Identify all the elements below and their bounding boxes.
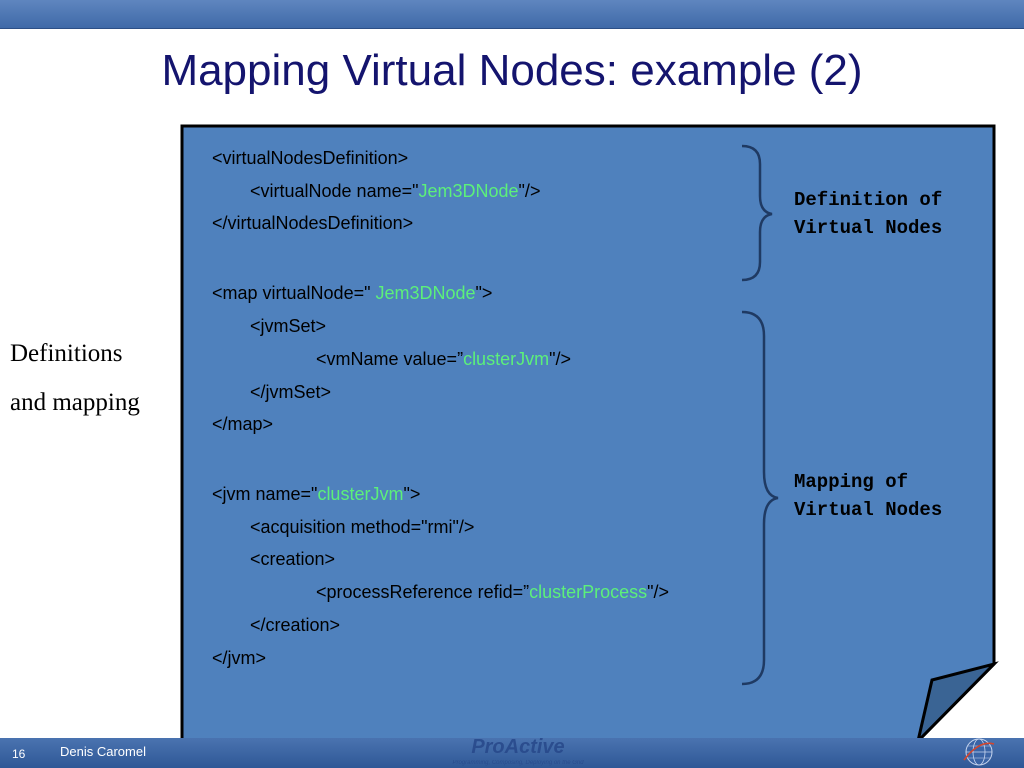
- code-line: </jvm>: [212, 648, 267, 668]
- mapping-brace: [741, 310, 779, 686]
- side-label-line-1: Definitions: [10, 340, 123, 367]
- footer-bar: [0, 738, 1024, 768]
- proactive-logo: ProActive Programming, Composing, Deploy…: [452, 736, 584, 766]
- code-line: <map virtualNode=" Jem3DNode">: [212, 283, 493, 303]
- code-line: </virtualNodesDefinition>: [212, 213, 414, 233]
- top-banner: [0, 0, 1024, 29]
- code-line: <vmName value=”clusterJvm"/>: [316, 349, 571, 369]
- code-line: </jvmSet>: [250, 382, 332, 402]
- globe-icon: [963, 738, 995, 766]
- logo-text: ProActive: [471, 736, 564, 758]
- code-line: <creation>: [250, 549, 336, 569]
- page-number: 16: [12, 747, 26, 761]
- code-line: <virtualNodesDefinition>: [212, 148, 409, 168]
- author-name: Denis Caromel: [60, 744, 146, 759]
- side-label-line-2: and mapping: [10, 389, 140, 416]
- definition-brace: [741, 144, 773, 282]
- code-line: </creation>: [250, 615, 341, 635]
- logo-tagline: Programming, Composing, Deploying on the…: [452, 760, 584, 766]
- slide-title: Mapping Virtual Nodes: example (2): [161, 46, 863, 95]
- code-line: <jvmSet>: [250, 316, 327, 336]
- code-line: <virtualNode name="Jem3DNode"/>: [250, 181, 541, 201]
- code-note: <virtualNodesDefinition> <virtualNode na…: [180, 124, 999, 746]
- code-line: <processReference refid=”clusterProcess"…: [316, 582, 670, 602]
- note-shape: [180, 124, 999, 746]
- code-line: <jvm name="clusterJvm">: [212, 484, 421, 504]
- code-line: </map>: [212, 414, 274, 434]
- folded-corner: [915, 661, 999, 746]
- code-line: <acquisition method="rmi"/>: [250, 517, 475, 537]
